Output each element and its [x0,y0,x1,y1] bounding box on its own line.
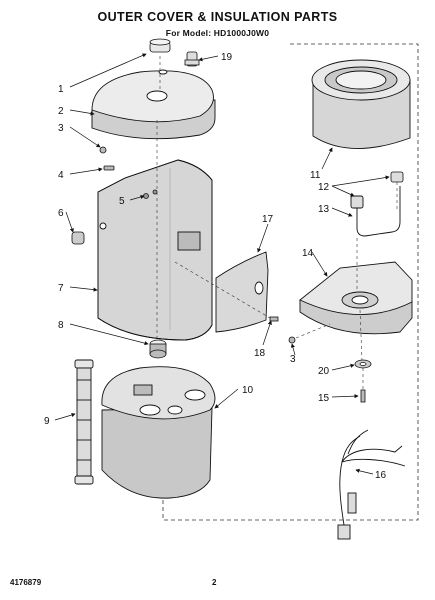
leader-2 [69,109,95,116]
leader-3 [69,126,101,148]
part-plug [71,231,85,245]
callout-10: 10 [242,385,254,396]
leader-5 [129,194,145,201]
part-filter-cartridge [74,359,94,485]
callout-19: 19 [221,52,233,63]
leader-14 [311,251,328,277]
part-washer [354,359,372,369]
leader-13 [331,207,353,217]
callout-15: 15 [318,393,330,404]
page-title: OUTER COVER & INSULATION PARTS [97,10,338,24]
callout-5: 5 [119,196,125,207]
assembly-guides [156,56,398,390]
leader-1 [69,53,147,88]
leader-18 [262,320,272,346]
part-wire-harness [337,429,406,540]
part-cap-12 [390,171,404,183]
callout-11: 11 [310,170,321,181]
model-subtitle: For Model: HD1000J0W0 [165,28,270,38]
part-top-cover [91,69,216,140]
callout-1: 1 [58,84,64,95]
part-side-panel [215,251,269,333]
part-grommet [149,339,167,359]
callout-2: 2 [58,106,64,117]
part-cap [149,38,171,53]
part-screw-4 [103,165,115,171]
part-screw-left [99,146,107,154]
document-code: 4176879 [10,578,42,587]
part-screw-15 [360,389,366,403]
leader-7 [69,286,98,292]
callout-3: 3 [58,123,64,134]
leader-19 [198,55,219,62]
callout-13: 13 [318,204,330,215]
callout-16: 16 [375,470,387,481]
leader-12a [331,175,390,187]
callout-17: 17 [262,214,274,225]
callout-8: 8 [58,320,64,331]
leader-9 [54,412,76,421]
part-drip-tray [299,261,413,335]
leader-15 [331,394,359,399]
leader-10 [214,388,239,409]
leader-12b [331,185,355,197]
leader-20 [331,363,355,371]
leader-16 [355,468,374,475]
leader-4 [69,167,103,175]
part-fitting [184,51,200,67]
callout-20: 20 [318,366,330,377]
callout-18: 18 [254,348,266,359]
leader-17 [257,223,269,253]
callout-7: 7 [58,283,64,294]
part-tube [350,186,401,237]
callout-6: 6 [58,208,64,219]
callout-12: 12 [318,182,330,193]
part-upper-shell [311,59,411,149]
part-screw-18 [269,316,279,322]
page-number: 2 [212,578,217,587]
part-insulation-body [97,159,213,341]
leader-3b [290,343,296,356]
leader-6 [65,211,74,233]
callout-3-right: 3 [290,354,296,365]
callout-4: 4 [58,170,64,181]
callout-9: 9 [44,416,50,427]
part-base [101,366,216,499]
callout-14: 14 [302,248,314,259]
leader-8 [69,323,149,346]
leader-11 [321,147,333,170]
part-screw-right [288,336,296,344]
